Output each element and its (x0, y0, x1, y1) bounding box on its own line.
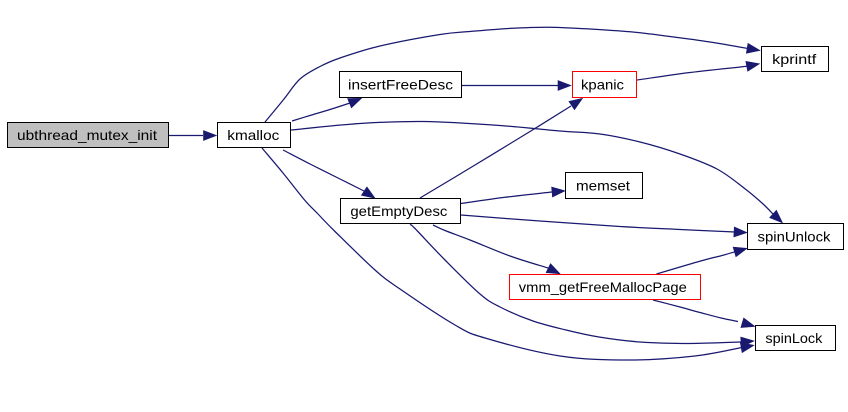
svg-text:kpanic: kpanic (581, 77, 624, 92)
svg-text:getEmptyDesc: getEmptyDesc (350, 204, 447, 219)
svg-text:spinLock: spinLock (765, 331, 822, 346)
svg-text:insertFreeDesc: insertFreeDesc (348, 77, 453, 92)
svg-text:vmm_getFreeMallocPage: vmm_getFreeMallocPage (519, 280, 687, 295)
svg-text:memset: memset (576, 178, 630, 193)
svg-text:kmalloc: kmalloc (227, 128, 279, 143)
svg-text:spinUnlock: spinUnlock (758, 229, 831, 244)
svg-text:ubthread_mutex_init: ubthread_mutex_init (17, 128, 157, 143)
svg-text:kprintf: kprintf (772, 52, 816, 67)
